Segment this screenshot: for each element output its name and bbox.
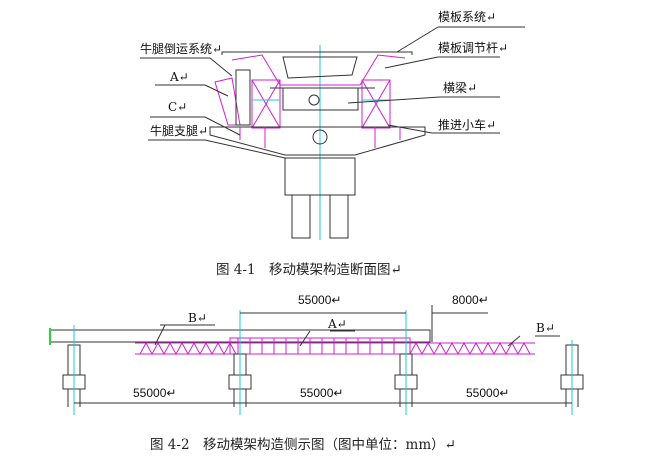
right-frame [361, 79, 391, 129]
box-girder [282, 56, 358, 79]
pile [291, 194, 311, 239]
dim-span-2: 55000↵ [300, 386, 344, 400]
bracket-crossbeam [209, 126, 426, 156]
dim-top-offset: 8000↵ [452, 293, 489, 307]
pile [329, 194, 349, 239]
cross-section-drawing [140, 26, 525, 240]
label-push-trolley: 推进小车↵ [438, 118, 497, 132]
label-b-right: B↵ [536, 321, 555, 335]
label-formwork-system: 模板系统↵ [438, 10, 497, 24]
label-bracket-leg: 牛腿支腿↵ [150, 124, 209, 138]
figure1-caption: 图 4-1 移动模架构造断面图↵ [216, 262, 402, 278]
pier-cap [284, 157, 356, 196]
figure2-caption: 图 4-2 移动模架构造侧示图（图中单位：mm）↵ [150, 437, 456, 453]
label-a: A↵ [170, 70, 189, 84]
dim-span-3: 55000↵ [466, 386, 510, 400]
label-bracket-transfer-system: 牛腿倒运系统↵ [140, 42, 223, 56]
label-b-left: B↵ [188, 311, 207, 325]
label-c: C↵ [168, 100, 188, 114]
left-frame [251, 79, 281, 129]
label-a-side: A↵ [328, 317, 347, 331]
dim-span-1: 55000↵ [133, 386, 177, 400]
dim-top-span: 55000↵ [298, 293, 342, 307]
label-crossbeam: 横梁↵ [443, 81, 478, 95]
truss [135, 337, 535, 356]
label-formwork-adjust-rod: 模板调节杆↵ [438, 41, 509, 55]
side-view-drawing [49, 305, 584, 415]
